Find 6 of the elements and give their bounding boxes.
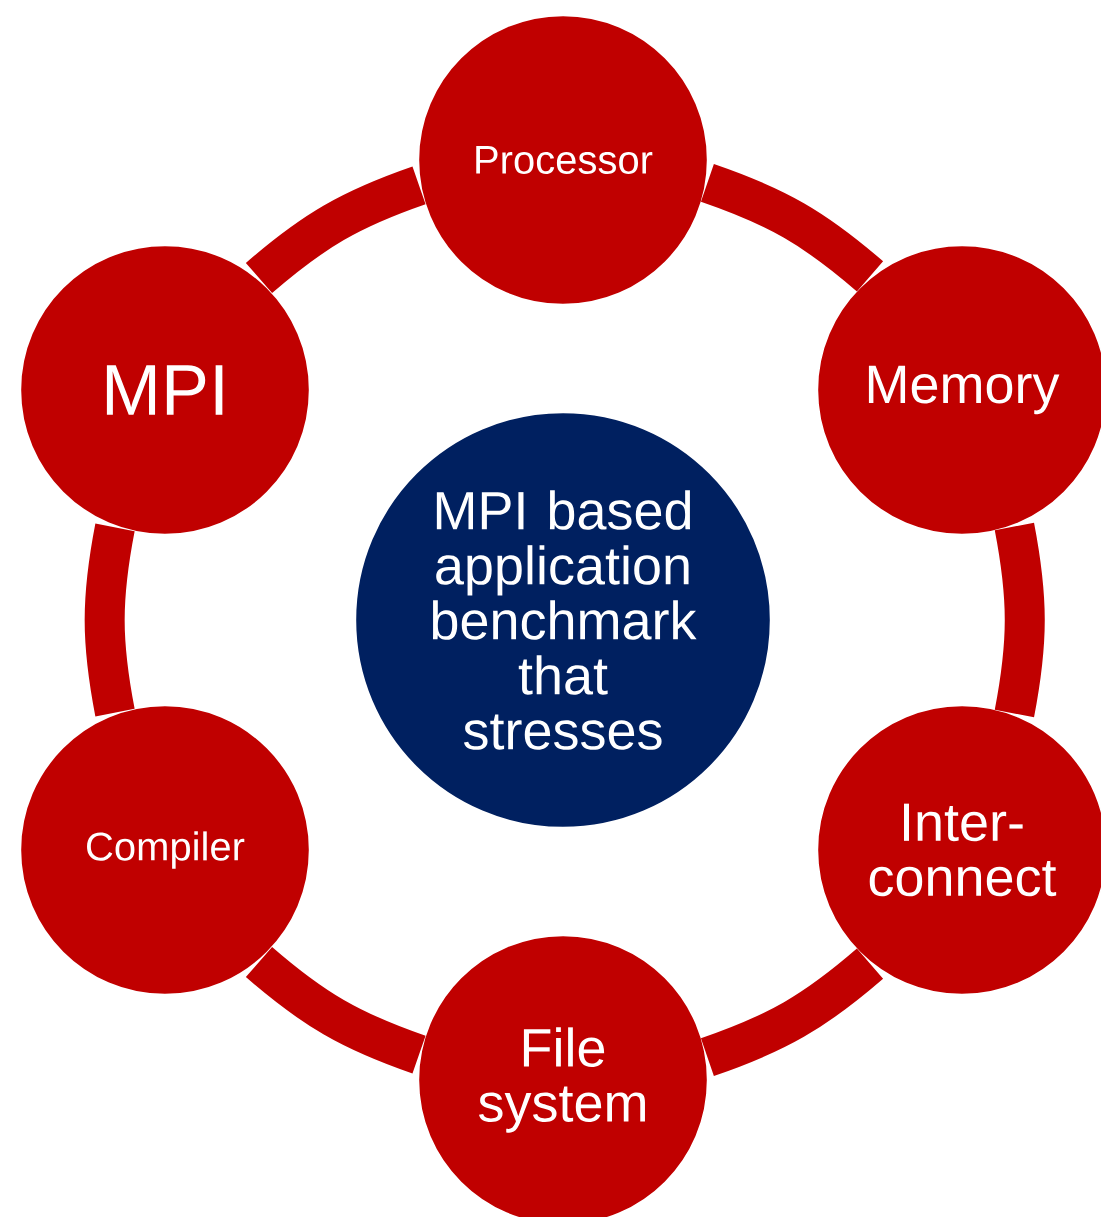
ring-segment bbox=[700, 948, 883, 1076]
ring-segment bbox=[246, 946, 426, 1074]
ring-segment bbox=[994, 522, 1045, 718]
ring-segment bbox=[84, 523, 135, 717]
ring-segment bbox=[700, 164, 883, 292]
ring-segment bbox=[246, 166, 426, 294]
